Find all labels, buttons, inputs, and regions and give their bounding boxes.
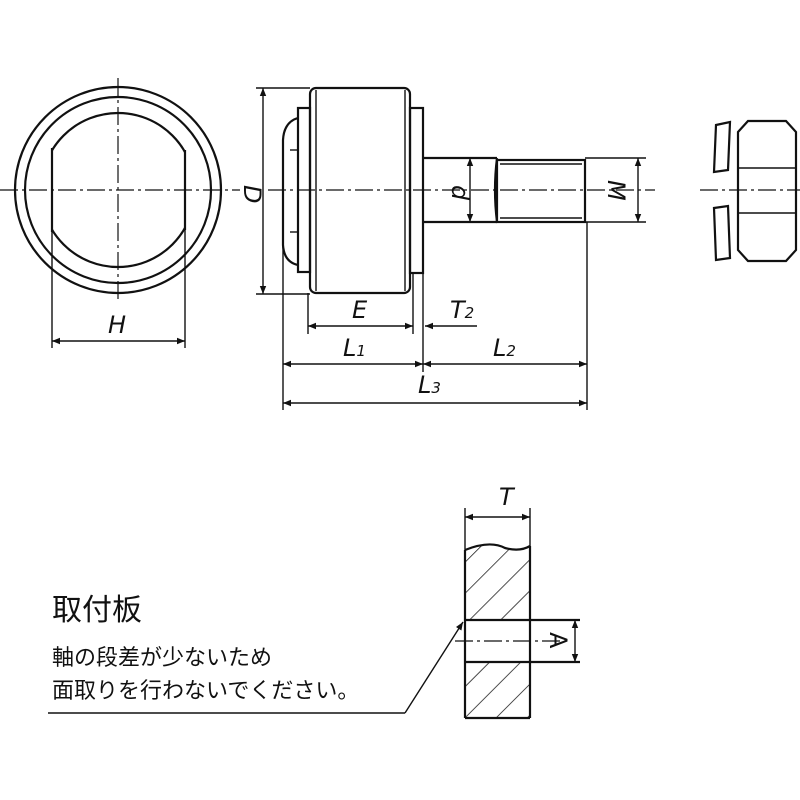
side-view: D d M E T2 L1 L2 L3 bbox=[238, 86, 655, 410]
note-line-1: 軸の段差が少ないため bbox=[52, 646, 272, 671]
mounting-plate-section: T A bbox=[455, 483, 580, 720]
nut-view bbox=[700, 119, 800, 263]
front-view: H bbox=[0, 78, 240, 348]
dim-T2-label: T2 bbox=[450, 296, 474, 324]
dim-L1-label: L1 bbox=[343, 334, 366, 362]
note-line-2: 面取りを行わないでください。 bbox=[52, 679, 359, 704]
dim-D-label: D bbox=[238, 185, 266, 203]
dim-d-label: d bbox=[446, 185, 474, 201]
note-title: 取付板 bbox=[52, 593, 142, 628]
dim-L3-label: L3 bbox=[418, 371, 441, 399]
mounting-note: 取付板 軸の段差が少ないため 面取りを行わないでください。 bbox=[48, 593, 464, 714]
dim-E-label: E bbox=[352, 296, 368, 324]
dim-A-label: A bbox=[544, 632, 572, 649]
dim-L2-label: L2 bbox=[493, 334, 516, 362]
dim-H-label: H bbox=[108, 311, 126, 339]
dim-M-label: M bbox=[602, 180, 630, 201]
dim-T-label: T bbox=[499, 483, 516, 511]
